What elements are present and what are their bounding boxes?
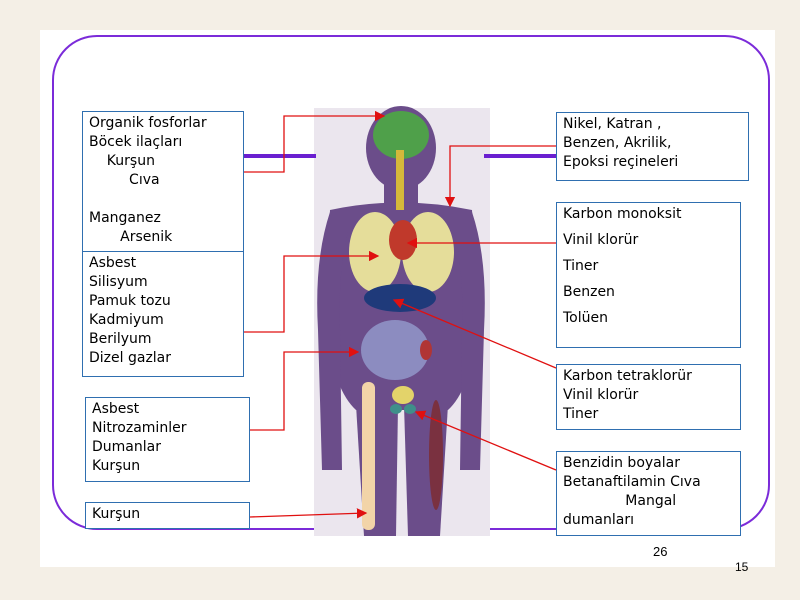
- toxin-item: Benzen: [563, 284, 615, 300]
- toxin-item: Tolüen: [563, 310, 608, 326]
- toxin-item: Benzen, Akrilik,: [563, 135, 672, 151]
- arrow-bone: [249, 508, 368, 519]
- slide-number: 15: [735, 560, 749, 574]
- liver-organ: [364, 284, 436, 312]
- toxin-item: Kadmiyum: [89, 312, 164, 328]
- toxin-item: Karbon monoksit: [563, 206, 682, 222]
- toxin-item: Nitrozaminler: [92, 420, 187, 436]
- toxin-item: Kurşun: [92, 458, 141, 474]
- intestines-organ: [361, 320, 429, 380]
- toxin-item: dumanları: [563, 512, 634, 528]
- arrow-liver: [392, 298, 557, 369]
- page-number: 26: [653, 544, 668, 559]
- toxin-item: Vinil klorür: [563, 232, 639, 248]
- toxin-item: Dumanlar: [92, 439, 161, 455]
- toxin-item: Asbest: [92, 401, 140, 417]
- toxin-item: Asbest: [89, 255, 137, 271]
- toxin-item: Tiner: [563, 406, 599, 422]
- toxin-item: Berilyum: [89, 331, 152, 347]
- toxin-item: Dizel gazlar: [89, 350, 172, 366]
- kidney-organ: [420, 340, 432, 360]
- prostate-organ-2: [404, 404, 416, 414]
- toxins-skin-box: Nikel, Katran , Benzen, Akrilik, Epoksi re…: [556, 112, 749, 181]
- toxin-item: Cıva: [89, 172, 160, 188]
- arrow-brain: [244, 110, 386, 173]
- arrow-skin: [444, 145, 556, 208]
- toxin-item: Epoksi reçineleri: [563, 154, 679, 170]
- arrow-bladder: [414, 410, 557, 471]
- brain-organ: [373, 111, 429, 159]
- toxin-item: Silisyum: [89, 274, 148, 290]
- toxin-item: Nikel, Katran ,: [563, 116, 662, 132]
- toxin-item: Arsenik: [89, 229, 173, 245]
- toxin-item: Tiner: [563, 258, 599, 274]
- toxin-item: Kurşun: [92, 506, 141, 522]
- toxin-item: Karbon tetraklorür: [563, 368, 692, 384]
- toxin-item: Betanaftilamin Cıva: [563, 474, 701, 490]
- toxin-item: Böcek ilaçları: [89, 134, 183, 150]
- bladder-organ: [392, 386, 414, 404]
- toxin-item: Mangal: [563, 493, 677, 509]
- toxin-item: Manganez: [89, 210, 161, 226]
- right-arm-shape: [454, 212, 485, 470]
- toxin-item: Benzidin boyalar: [563, 455, 680, 471]
- heart-organ: [389, 220, 417, 260]
- toxin-item: Vinil klorür: [563, 387, 639, 403]
- prostate-organ: [390, 404, 402, 414]
- muscle-organ: [429, 400, 443, 510]
- spinal-cord: [396, 150, 404, 210]
- toxins-bone-box: Kurşun: [85, 502, 250, 529]
- arrow-lungs: [244, 250, 380, 333]
- arrow-kidney: [250, 346, 360, 431]
- femur-bone: [362, 382, 375, 530]
- left-arm-shape: [317, 212, 348, 470]
- toxin-item: Kurşun: [89, 153, 155, 169]
- toxin-item: Pamuk tozu: [89, 293, 171, 309]
- toxin-item: Organik fosforlar: [89, 115, 207, 131]
